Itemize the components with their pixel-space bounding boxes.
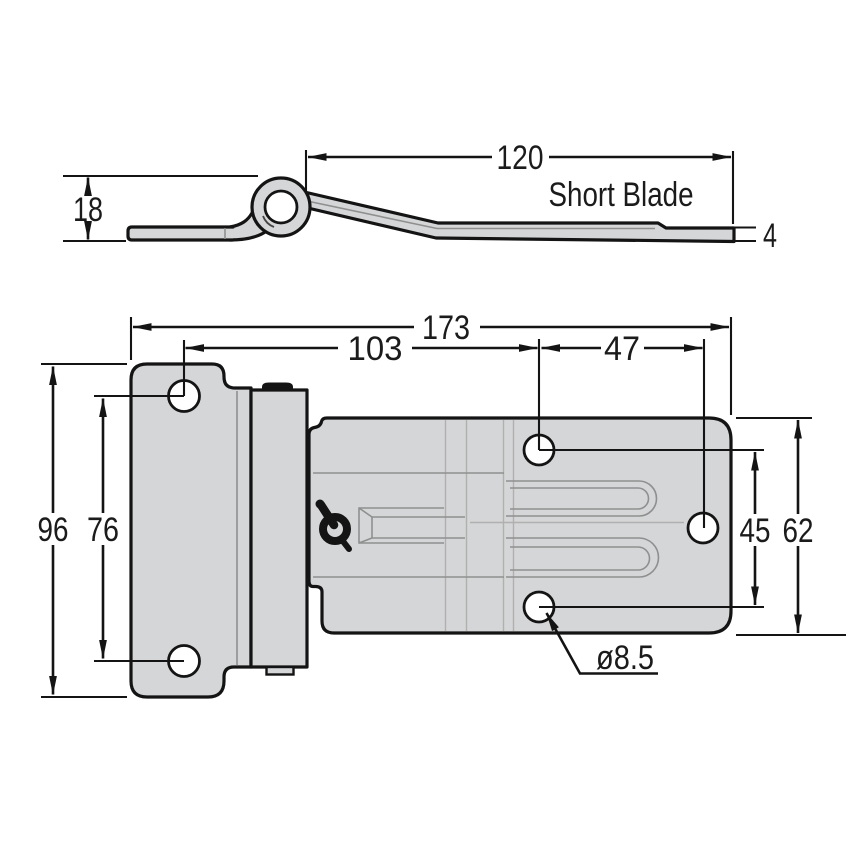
blade-rib-upper xyxy=(506,480,658,517)
dim-hole-span-103: 103 xyxy=(185,330,538,368)
dim-overall-length: 173 xyxy=(132,309,730,347)
dim-blade-length: 120 xyxy=(304,139,735,224)
dim-blade-hole-spacing: 45 xyxy=(740,451,771,606)
blade-rib-lower xyxy=(506,537,660,578)
dim-hole-diameter-label: ø8.5 xyxy=(596,639,654,677)
dim-blade-hole-spacing-label: 45 xyxy=(740,512,771,550)
dim-plate-height-label: 96 xyxy=(38,511,69,549)
blade-rib-left xyxy=(358,507,465,544)
dim-leaf-height-label: 18 xyxy=(73,191,103,229)
plan-view: 173 103 47 96 76 45 xyxy=(38,309,846,699)
extension-lines xyxy=(41,317,846,699)
dim-thickness-label: 4 xyxy=(763,217,777,255)
side-knuckle-seam xyxy=(262,215,275,228)
dim-hole-offset-47: 47 xyxy=(541,330,703,368)
dim-hole-diameter: ø8.5 xyxy=(545,612,658,677)
dim-hole-span-103-label: 103 xyxy=(348,330,403,368)
side-leaf-bar-outline xyxy=(126,225,235,242)
side-leaf-bar xyxy=(128,227,233,240)
blade-variant-label: Short Blade xyxy=(549,176,694,214)
plan-pin-end xyxy=(265,665,295,676)
dim-thickness: 4 xyxy=(735,217,777,255)
dim-blade-length-label: 120 xyxy=(497,139,544,177)
plan-pin-cap xyxy=(262,382,293,390)
dim-plate-height: 96 xyxy=(38,366,69,695)
dim-plate-hole-spacing-label: 76 xyxy=(87,511,119,549)
plan-knuckle xyxy=(249,388,309,669)
dim-overall-length-label: 173 xyxy=(422,309,470,347)
side-view: 120 Short Blade 18 4 xyxy=(63,139,777,255)
dim-hole-offset-47-label: 47 xyxy=(604,330,640,368)
dim-blade-width-label: 62 xyxy=(783,512,814,550)
pin-hole xyxy=(263,189,299,225)
grease-fitting xyxy=(315,499,352,552)
dim-blade-width: 62 xyxy=(783,419,814,634)
dim-leaf-height: 18 xyxy=(63,174,258,243)
dim-plate-hole-spacing: 76 xyxy=(87,398,119,659)
side-blade-highlight xyxy=(306,200,655,230)
plan-blade xyxy=(307,416,733,635)
